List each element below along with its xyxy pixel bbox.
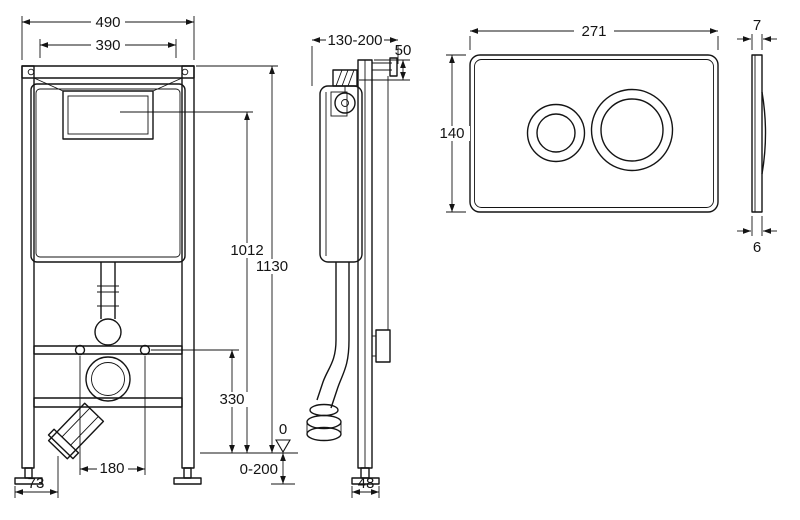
- fixing-bolt-right: [139, 344, 151, 356]
- flush-plate-body: [469, 54, 719, 213]
- cistern-side-profile: [319, 85, 363, 263]
- flush-bend: [306, 262, 350, 442]
- top-screw-hole-left: [27, 68, 35, 76]
- dim-plate-protrusion: 6: [753, 239, 761, 256]
- button-bulge: [761, 91, 767, 175]
- dim-fixing-spacing: 180: [99, 460, 124, 477]
- dim-drain-offset: 73: [28, 475, 45, 492]
- large-flush-button: [590, 88, 674, 172]
- dim-top-offset: 50: [395, 42, 412, 59]
- wall-anchor-top: [389, 57, 398, 77]
- fixing-bolt-left: [74, 344, 86, 356]
- frame-top-bar: [21, 65, 195, 79]
- side-view-dimensions: 130-200 50 48: [311, 32, 412, 498]
- flush-plate-front-view: 271 140: [434, 23, 719, 213]
- flush-pipe: [94, 262, 122, 346]
- level-marker-icon: [275, 439, 291, 454]
- dim-front-height-total: 1130: [256, 258, 288, 275]
- dim-plate-width: 271: [581, 23, 606, 40]
- front-view: [14, 65, 202, 485]
- foot-rod-right: [183, 467, 192, 479]
- cistern-tank: [30, 83, 186, 263]
- frame-rail-left: [21, 65, 35, 469]
- floor-level-label: 0: [279, 421, 287, 438]
- stop-valve: [334, 92, 356, 114]
- waste-outlet: [85, 356, 131, 402]
- small-flush-button: [526, 103, 586, 163]
- foot-plate-right: [173, 477, 202, 485]
- inspection-shaft: [62, 90, 154, 140]
- dim-front-height-actuation: 1012: [230, 242, 263, 259]
- flush-plate-side-view: 7 6: [737, 17, 777, 256]
- frame-rail-right: [181, 65, 195, 469]
- dim-foot-depth: 48: [358, 475, 375, 492]
- water-supply-connection: [332, 69, 358, 114]
- side-foot-plate: [351, 477, 380, 485]
- dim-floor-adjust: 0-200: [240, 461, 278, 478]
- wall-bracket: [375, 329, 391, 363]
- dim-depth-range: 130-200: [327, 32, 382, 49]
- plate-side-profile: [751, 54, 763, 213]
- dim-plate-thickness: 7: [753, 17, 761, 34]
- cross-bar-lower: [33, 397, 183, 408]
- dim-front-width-inner: 390: [95, 37, 120, 54]
- dim-plate-height: 140: [439, 125, 464, 142]
- foot-plate-left: [14, 477, 43, 485]
- drain-elbow: [47, 402, 105, 460]
- pipe-guide-ring: [94, 318, 122, 346]
- top-screw-hole-right: [181, 68, 189, 76]
- dim-front-height-fixing: 330: [219, 391, 244, 408]
- front-view-dimensions: 490 390 1012 1130 330 180 73: [14, 14, 298, 498]
- side-view: [306, 57, 398, 485]
- dim-front-width-outer: 490: [95, 14, 120, 31]
